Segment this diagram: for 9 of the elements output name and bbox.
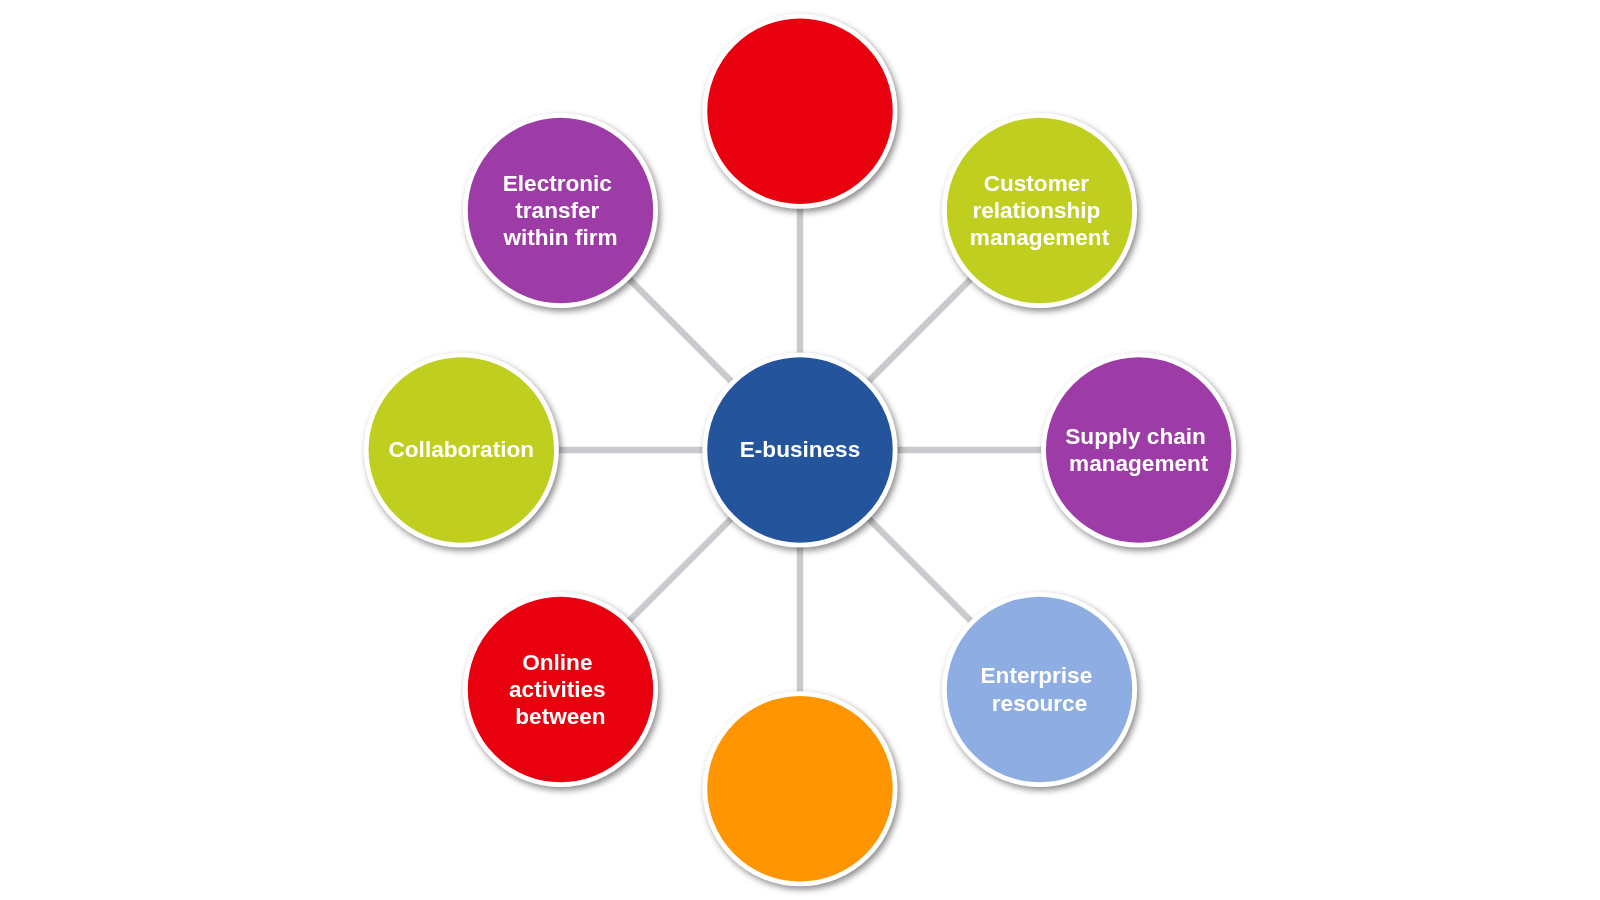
connector <box>864 275 975 386</box>
connector <box>556 446 705 454</box>
connector <box>895 446 1044 454</box>
connector <box>796 206 804 355</box>
node-circle <box>702 352 898 548</box>
connector <box>625 275 736 386</box>
connector <box>796 545 804 694</box>
connector <box>864 514 975 625</box>
connector <box>625 514 736 625</box>
